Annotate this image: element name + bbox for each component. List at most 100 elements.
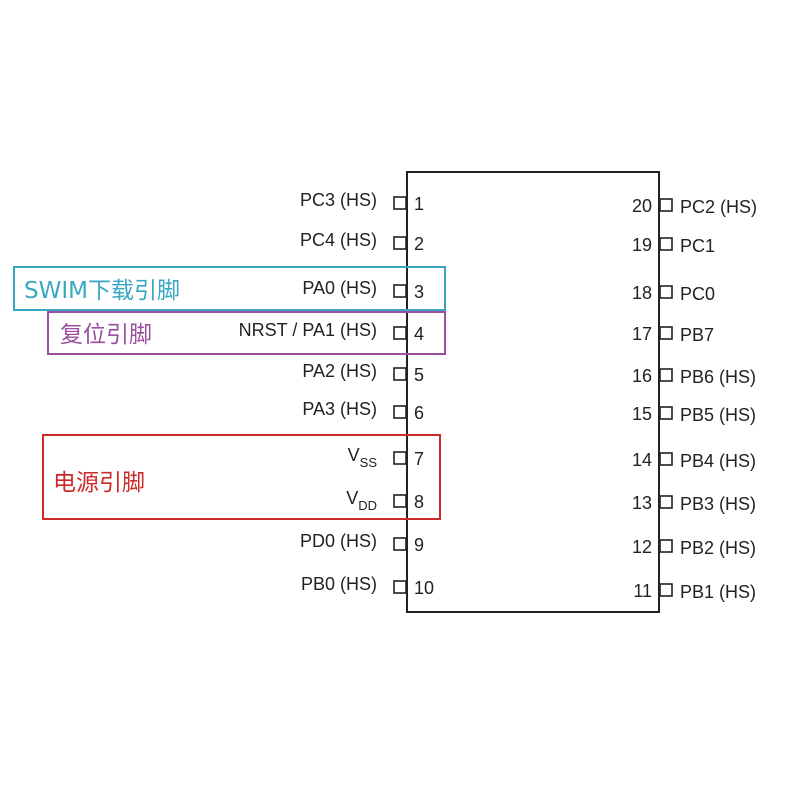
pin-number: 1 [414, 194, 424, 214]
pin-label: PC4 (HS) [300, 230, 377, 250]
pin-number: 14 [632, 450, 652, 470]
power-callout-label: 电源引脚 [53, 470, 145, 496]
pin-pad [659, 406, 673, 420]
pin-pad [659, 198, 673, 212]
swim-callout-label: SWIM下载引脚 [24, 278, 180, 304]
pin-label: PA2 (HS) [302, 361, 377, 381]
pin-1: 1 PC3 (HS) [300, 190, 424, 214]
pin-14: 14 PB4 (HS) [632, 450, 756, 471]
left-pin-group: 1 PC3 (HS) 2 PC4 (HS) 3 PA0 (HS) 4 NRST / PA1 (… [239, 190, 434, 598]
pin-pad [393, 196, 407, 210]
pin-number: 17 [632, 324, 652, 344]
pin-label-text: PC0 [680, 284, 715, 304]
pin-3: 3 PA0 (HS) [302, 278, 424, 302]
pin-15: 15 PB5 (HS) [632, 404, 756, 425]
pin-10: 10 PB0 (HS) [301, 574, 434, 598]
pin-label: PB2 (HS) [680, 538, 756, 558]
pin-pad [659, 539, 673, 553]
pin-19: 19 PC1 [632, 235, 715, 256]
pin-16: 16 PB6 (HS) [632, 366, 756, 387]
pin-label-text: PC1 [680, 236, 715, 256]
pin-pad [659, 285, 673, 299]
chip-body [406, 171, 660, 613]
pin-number: 4 [414, 324, 424, 344]
pin-17: 17 PB7 [632, 324, 714, 345]
pin-pad [393, 284, 407, 298]
pin-pad [659, 326, 673, 340]
pin-4: 4 NRST / PA1 (HS) [239, 320, 424, 344]
pin-label-text: PB3 (HS) [680, 494, 756, 514]
pin-label: PC2 (HS) [680, 197, 757, 217]
pin-label-text: PC2 (HS) [680, 197, 757, 217]
pin-label: VDD [346, 488, 377, 513]
swim-callout-box [13, 266, 446, 311]
reset-callout-box [47, 311, 446, 355]
pin-label-text: NRST / PA1 (HS) [239, 320, 377, 340]
pin-number: 8 [414, 492, 424, 512]
pin-pad [393, 405, 407, 419]
pin-label: NRST / PA1 (HS) [239, 320, 377, 340]
pin-label: PB1 (HS) [680, 582, 756, 602]
pin-label: PB6 (HS) [680, 367, 756, 387]
pin-label: PC1 [680, 236, 715, 256]
pin-number: 6 [414, 403, 424, 423]
pin-label: PB0 (HS) [301, 574, 377, 594]
pin-number: 16 [632, 366, 652, 386]
pin-pad [393, 236, 407, 250]
pin-number: 2 [414, 234, 424, 254]
pin-label-text: PB2 (HS) [680, 538, 756, 558]
pin-label: VSS [348, 445, 378, 470]
pin-pad [659, 452, 673, 466]
pin-number: 3 [414, 282, 424, 302]
pin-label-text: PB6 (HS) [680, 367, 756, 387]
pin-number: 11 [633, 581, 652, 601]
pin-label-text: PD0 (HS) [300, 531, 377, 551]
pin-pad [659, 495, 673, 509]
pin-label-text: PA3 (HS) [302, 399, 377, 419]
pin-pad [659, 583, 673, 597]
pin-13: 13 PB3 (HS) [632, 493, 756, 514]
pin-9: 9 PD0 (HS) [300, 531, 424, 555]
pin-label-text: PA0 (HS) [302, 278, 377, 298]
pin-number: 19 [632, 235, 652, 255]
pin-label-text: PB0 (HS) [301, 574, 377, 594]
pin-label-text: PC4 (HS) [300, 230, 377, 250]
pin-label-text: PB5 (HS) [680, 405, 756, 425]
pin-label: PA0 (HS) [302, 278, 377, 298]
pin-pad [659, 237, 673, 251]
pin-2: 2 PC4 (HS) [300, 230, 424, 254]
pin-label: PC3 (HS) [300, 190, 377, 210]
pin-7: 7 VSS [348, 445, 424, 470]
pin-label: PB3 (HS) [680, 494, 756, 514]
pin-20: 20 PC2 (HS) [632, 196, 757, 217]
reset-callout-label: 复位引脚 [60, 322, 152, 348]
pin-label: PA3 (HS) [302, 399, 377, 419]
pin-number: 20 [632, 196, 652, 216]
pin-number: 9 [414, 535, 424, 555]
pin-number: 10 [414, 578, 434, 598]
pin-label-text: V [348, 445, 360, 465]
pin-label-text: PA2 (HS) [302, 361, 377, 381]
pin-label: PD0 (HS) [300, 531, 377, 551]
pin-label-text: PB7 [680, 325, 714, 345]
pin-number: 12 [632, 537, 652, 557]
pin-number: 13 [632, 493, 652, 513]
pin-pad [393, 367, 407, 381]
pin-label-subscript: SS [360, 455, 378, 470]
pin-label: PC0 [680, 284, 715, 304]
pin-label: PB7 [680, 325, 714, 345]
right-pin-group: 20 PC2 (HS) 19 PC1 18 PC0 17 PB7 16 PB6 (HS) 15 PB5… [632, 196, 757, 602]
pin-label-subscript: DD [358, 498, 377, 513]
pin-number: 18 [632, 283, 652, 303]
pin-pad [393, 537, 407, 551]
pin-pad [393, 326, 407, 340]
power-callout-box [42, 434, 441, 520]
pin-label-text: PB4 (HS) [680, 451, 756, 471]
pin-pad [393, 451, 407, 465]
pin-8: 8 VDD [346, 488, 424, 513]
pin-number: 7 [414, 449, 424, 469]
pin-number: 15 [632, 404, 652, 424]
pin-pad [393, 580, 407, 594]
